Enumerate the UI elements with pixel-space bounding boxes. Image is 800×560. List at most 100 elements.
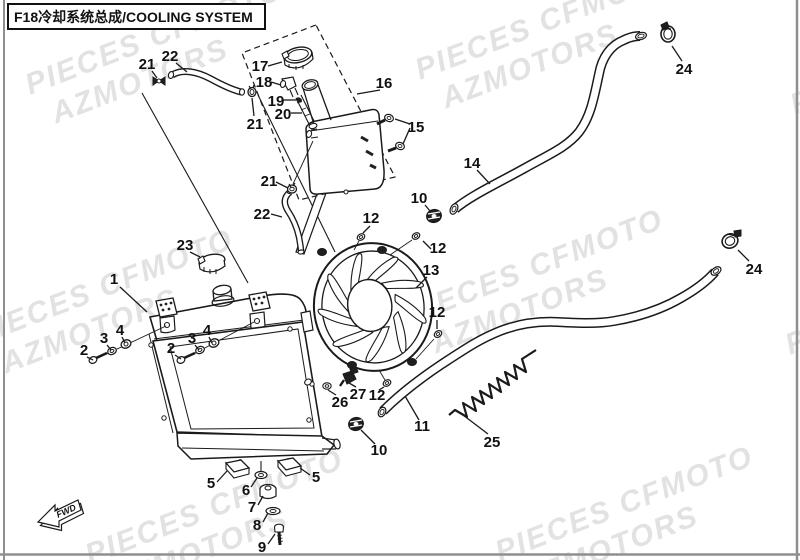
callout-leader-22 [175,62,188,73]
callout-leader-6 [250,477,258,488]
callout-leader-5 [299,467,311,476]
reservoir-bolts [376,113,405,153]
callout-12: 12 [363,210,380,227]
reference-lines [141,92,336,284]
callout-8: 8 [253,517,261,534]
callout-leader-12 [422,240,432,250]
callout-2: 2 [80,342,88,359]
worm-clamp-lower [348,416,364,432]
callout-12: 12 [369,387,386,404]
bracket-holes [159,301,173,312]
siphon-tube [295,94,318,130]
callout-leader-24 [737,249,750,262]
callout-4: 4 [116,322,125,339]
callout-25: 25 [484,434,501,451]
callout-5: 5 [312,469,320,486]
reservoir-upper-hose [152,68,257,98]
callout-21: 21 [261,173,278,190]
callout-10: 10 [371,442,388,459]
callout-7: 7 [248,499,256,516]
reservoir-lower-hose [281,182,305,255]
callout-9: 9 [258,539,266,556]
callout-leader-10 [424,204,431,212]
callout-leader-2 [86,356,94,361]
rubber-damper [259,483,277,500]
worm-clamp-upper [426,208,442,224]
sensor-washer [322,382,332,390]
callout-3: 3 [188,330,196,347]
callout-leader-15 [394,118,411,125]
callout-18: 18 [256,74,273,91]
bottom-mounts [224,457,303,546]
callout-leader-14 [476,169,491,185]
callout-leader-27 [348,382,357,388]
fwd-arrow: FWD [36,499,85,532]
callout-leader-9 [267,533,276,545]
radiator [148,284,341,471]
temp-sensor [339,366,359,387]
cooling-fan [295,190,434,372]
callout-leader-25 [462,414,489,435]
callout-12: 12 [430,240,447,257]
wire-clamp-right [721,229,742,249]
page-title: F18冷却系统总成/COOLING SYSTEM [14,9,253,25]
callout-leader-22 [270,213,283,218]
title-box: F18冷却系统总成/COOLING SYSTEM [7,3,266,30]
callout-leader-3 [194,344,200,351]
callout-leader-16 [356,89,381,95]
callout-leader-2 [174,354,182,360]
radiator-cap [197,253,226,274]
fan-bolts [304,232,443,387]
fan-blades [317,252,427,363]
callout-21: 21 [139,56,156,73]
lower-radiator-hose [377,266,722,418]
callout-leader-23 [189,251,201,258]
callout-15: 15 [408,119,425,136]
callout-leader-10 [360,429,376,445]
callout-6: 6 [242,482,250,499]
callout-24: 24 [676,61,693,78]
hose-clamp-21a [152,76,166,86]
callout-20: 20 [275,106,292,123]
callout-leader-15 [402,127,411,145]
callout-leader-5 [216,470,228,483]
wire-clamp-top [660,21,676,43]
callout-10: 10 [411,190,428,207]
callout-5: 5 [207,475,215,492]
callout-17: 17 [252,58,269,75]
callout-23: 23 [177,237,194,254]
callout-1: 1 [110,271,118,288]
callout-22: 22 [162,48,179,65]
callout-leader-26 [327,389,337,396]
reservoir-cap [281,46,314,70]
callout-leader-12 [362,225,371,234]
callout-leader-11 [404,395,420,421]
callout-16: 16 [376,75,393,92]
spring [448,349,537,419]
callout-21: 21 [247,116,264,133]
reservoir-elbow-fitting [279,76,299,98]
callout-leader-17 [267,61,283,67]
callout-12: 12 [429,304,446,321]
callout-leader-13 [415,276,428,289]
callout-14: 14 [464,155,481,172]
callout-leader-4 [121,336,126,344]
callout-leader-21 [251,97,255,117]
callout-11: 11 [414,418,430,435]
callout-26: 26 [332,394,349,411]
callout-2: 2 [167,340,175,357]
hose-clamp-21b [247,84,257,98]
callout-13: 13 [423,262,440,279]
callout-leader-12 [378,386,385,391]
mount-bolt [273,523,285,546]
upper-radiator-hose [449,31,647,215]
callout-22: 22 [254,206,271,223]
